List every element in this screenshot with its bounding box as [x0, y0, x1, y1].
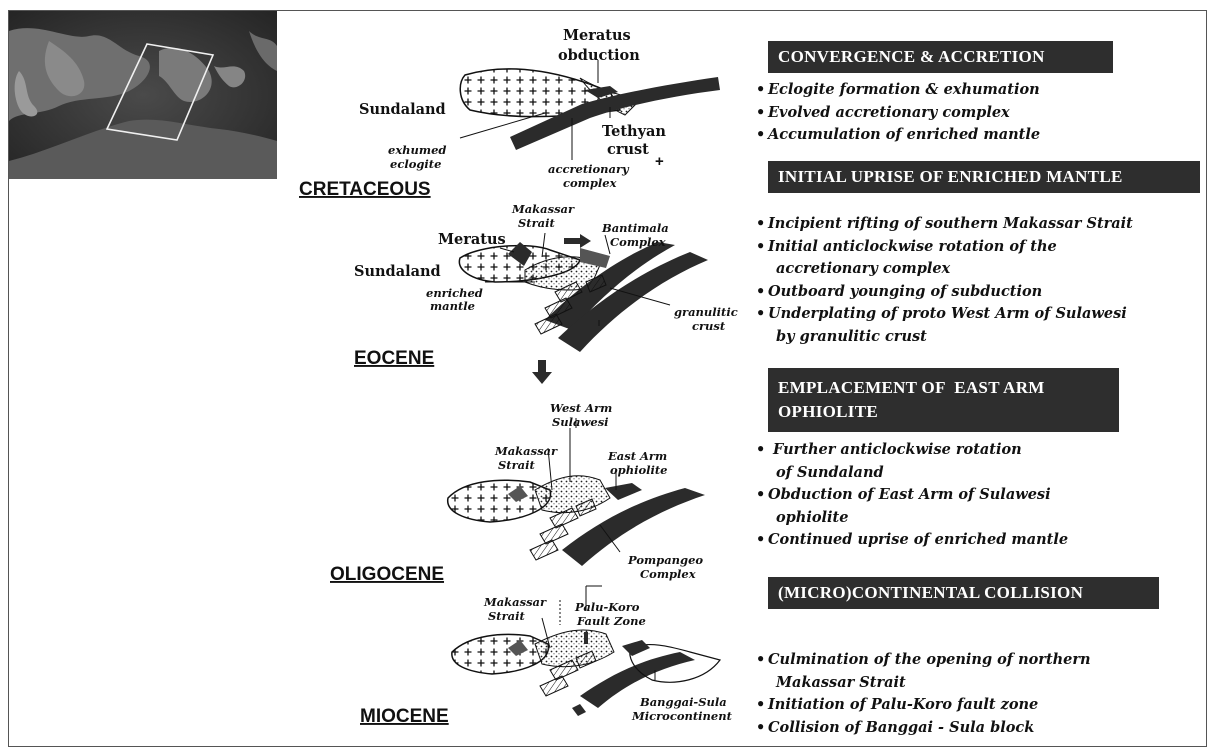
list-item: Accumulation of enriched mantle	[756, 124, 1196, 147]
label-west-arm-2: Sulawesi	[552, 415, 609, 429]
label-pompangeo-2: Complex	[640, 567, 696, 581]
label-accretionary-2: complex	[563, 176, 617, 190]
tectonic-cross-sections: Sundaland Meratus obduction Tethyan crus…	[280, 20, 760, 748]
heading-initial-uprise: INITIAL UPRISE OF ENRICHED MANTLE	[768, 161, 1200, 193]
label-tethyan-crust-2: crust	[607, 141, 649, 158]
label-sundaland: Sundaland	[359, 101, 446, 118]
list-emplacement-east-arm: Further anticlockwise rotation of Sundala…	[756, 439, 1196, 552]
list-item: Outboard younging of subduction	[756, 281, 1196, 304]
label-sundaland-eocene: Sundaland	[354, 263, 441, 280]
label-banggai-sula-2: Microcontinent	[631, 709, 733, 723]
label-enriched-mantle-2: mantle	[430, 299, 475, 313]
cretaceous-section: Sundaland Meratus obduction Tethyan crus…	[299, 27, 720, 200]
list-item: Obduction of East Arm of Sulawesi ophioli…	[756, 484, 1196, 529]
list-item: Culmination of the opening of northernMa…	[756, 649, 1196, 694]
motion-arrow-icon	[564, 234, 591, 248]
bullet-text: Accumulation of enriched mantle	[768, 126, 1040, 143]
bullet-text: Incipient rifting of southern Makassar S…	[768, 215, 1133, 232]
enriched-mantle-oligocene	[535, 476, 610, 513]
bullet-text: Initiation of Palu-Koro fault zone	[768, 696, 1038, 713]
label-east-arm-2: ophiolite	[610, 463, 667, 477]
list-item: Initial anticlockwise rotation of the acc…	[756, 236, 1196, 281]
bullet-text: Eclogite formation & exhumation	[768, 81, 1040, 98]
list-item: Initiation of Palu-Koro fault zone	[756, 694, 1196, 717]
label-makassar-strait-1b: Strait	[518, 216, 555, 230]
bullet-text-continued: by granulitic crust	[768, 326, 1196, 349]
list-item: Continued uprise of enriched mantle	[756, 529, 1196, 552]
label-east-arm-1: East Arm	[607, 449, 667, 463]
era-eocene: EOCENE	[354, 348, 434, 369]
label-granulitic-1: granulitic	[674, 305, 738, 319]
heading-convergence-accretion: CONVERGENCE & ACCRETION	[768, 41, 1113, 73]
regional-map-thumbnail	[9, 11, 277, 179]
era-miocene: MIOCENE	[360, 706, 449, 727]
miocene-slab-fragment	[572, 704, 586, 716]
label-makassar-strait-3a: Makassar	[483, 595, 547, 609]
palu-koro-fault-marker	[584, 632, 588, 644]
time-arrow-down-icon	[532, 360, 552, 384]
heading-line-1: EMPLACEMENT OF EAST ARM	[778, 376, 1109, 400]
list-initial-uprise: Incipient rifting of southern Makassar S…	[756, 213, 1196, 348]
label-enriched-mantle-1: enriched	[426, 286, 483, 300]
label-accretionary-1: accretionary	[548, 162, 630, 176]
bullet-text-continued: of Sundaland	[768, 462, 1196, 485]
list-convergence-accretion: Eclogite formation & exhumation Evolved …	[756, 79, 1196, 147]
map-image	[9, 11, 277, 179]
east-arm-ophiolite-body	[605, 483, 642, 500]
label-west-arm-1: West Arm	[550, 401, 612, 415]
label-palu-koro-2: Fault Zone	[576, 614, 646, 628]
list-item: Incipient rifting of southern Makassar S…	[756, 213, 1196, 236]
bullet-text: Underplating of proto West Arm of Sulawe…	[768, 305, 1127, 322]
bullet-text: Collision of Banggai - Sula block	[768, 719, 1034, 736]
label-makassar-strait-2b: Strait	[498, 458, 535, 472]
era-oligocene: OLIGOCENE	[330, 564, 444, 585]
heading-microcontinental-collision: (MICRO)CONTINENTAL COLLISION	[768, 577, 1159, 609]
list-item: Further anticlockwise rotation of Sundala…	[756, 439, 1196, 484]
heading-line-2: OPHIOLITE	[778, 400, 1109, 424]
label-meratus-obduction-2: obduction	[558, 47, 640, 64]
label-tethyan-crust-1: Tethyan	[602, 123, 666, 140]
list-item: Evolved accretionary complex	[756, 102, 1196, 125]
sundaland-block-miocene	[452, 634, 549, 674]
label-banggai-sula-1: Banggai-Sula	[639, 695, 727, 709]
era-cretaceous: CRETACEOUS	[299, 179, 431, 200]
oligocene-section: West Arm Sulawesi Makassar Strait East A…	[330, 401, 705, 585]
list-item: Underplating of proto West Arm of Sulawe…	[756, 303, 1196, 348]
label-exhumed-eclogite-2: eclogite	[390, 157, 441, 171]
label-bantimala-2: Complex	[610, 235, 666, 249]
miocene-section: Makassar Strait Palu-Koro Fault Zone Ban…	[360, 586, 733, 727]
label-makassar-strait-1a: Makassar	[511, 202, 575, 216]
bullet-text: Obduction of East Arm of Sulawesi	[768, 486, 1051, 503]
label-bantimala-1: Bantimala	[601, 221, 669, 235]
label-meratus: Meratus	[438, 231, 506, 248]
miocene-ophiolite-block	[622, 640, 650, 656]
sundaland-block-oligocene	[448, 480, 551, 522]
label-makassar-strait-3b: Strait	[488, 609, 525, 623]
eocene-section: Meratus Makassar Strait Bantimala Comple…	[354, 202, 738, 384]
list-item: Eclogite formation & exhumation	[756, 79, 1196, 102]
label-makassar-strait-2a: Makassar	[494, 444, 558, 458]
bullet-text: Evolved accretionary complex	[768, 104, 1010, 121]
list-item: Collision of Banggai - Sula block	[756, 717, 1196, 740]
label-pompangeo-1: Pompangeo	[627, 553, 703, 567]
label-meratus-obduction-1: Meratus	[563, 27, 631, 44]
label-exhumed-eclogite-1: exhumed	[388, 143, 446, 157]
bullet-text: Further anticlockwise rotation	[768, 441, 1022, 458]
list-microcontinental-collision: Culmination of the opening of northernMa…	[756, 649, 1196, 739]
label-palu-koro-1: Palu-Koro	[574, 600, 640, 614]
bullet-text: Culmination of the opening of northern	[768, 651, 1091, 668]
bullet-text: Outboard younging of subduction	[768, 283, 1042, 300]
bullet-text-continued: accretionary complex	[768, 258, 1196, 281]
label-granulitic-2: crust	[692, 319, 726, 333]
heading-emplacement-east-arm: EMPLACEMENT OF EAST ARM OPHIOLITE	[768, 368, 1119, 432]
bullet-text: Initial anticlockwise rotation of the	[768, 238, 1057, 255]
bullet-text-continued: Makassar Strait	[768, 672, 1196, 695]
bullet-text: Continued uprise of enriched mantle	[768, 531, 1068, 548]
bullet-text-continued: ophiolite	[768, 507, 1196, 530]
plus-marker: +	[655, 153, 664, 170]
